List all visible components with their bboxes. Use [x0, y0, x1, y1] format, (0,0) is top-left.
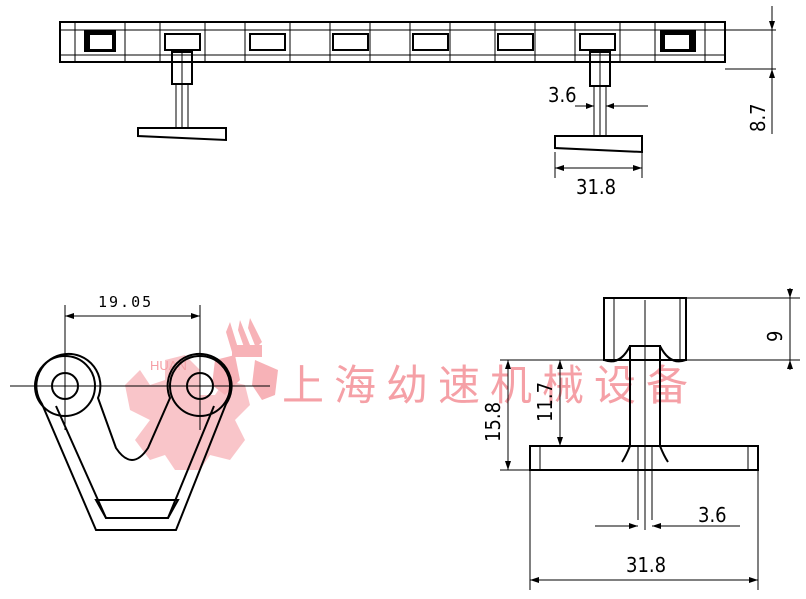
- side-section-view: 9 15.8 11.7 3.6: [481, 288, 800, 590]
- top-left-pin: [137, 51, 227, 142]
- dim-top-base-width-label: 31.8: [576, 175, 616, 199]
- link-boss-right: [169, 355, 231, 417]
- link-inner-boxes: [164, 33, 616, 51]
- dim-side-top-height-label: 9: [763, 331, 787, 342]
- side-base-plate: [529, 445, 759, 471]
- dim-top-pin-diameter: 3.6: [548, 83, 648, 109]
- dim-side-total-height-label: 15.8: [481, 402, 505, 442]
- dim-side-pin-height: 11.7: [533, 360, 563, 446]
- link-profile-view: 19.05: [10, 293, 270, 531]
- dim-side-top-height: 9: [686, 288, 800, 370]
- watermark-company-name: 上海幼速机械设备: [282, 361, 698, 410]
- top-view: 3.6 31.8 8.7: [59, 6, 776, 199]
- dim-link-pitch: 19.05: [65, 293, 200, 319]
- dim-side-pin-diameter-label: 3.6: [698, 503, 727, 527]
- link-pin-hole-left: [51, 372, 79, 400]
- dim-side-base-width-label: 31.8: [626, 553, 666, 577]
- dim-link-pitch-label: 19.05: [98, 293, 153, 311]
- dim-side-pin-height-label: 11.7: [533, 382, 557, 422]
- dim-side-total-height: 15.8: [481, 359, 604, 471]
- chain-links: [74, 22, 706, 62]
- dim-top-height: 8.7: [746, 6, 775, 134]
- dim-side-base-width: 31.8: [529, 470, 759, 590]
- link-pin-hole-right: [186, 372, 214, 400]
- dim-top-pin-diameter-label: 3.6: [548, 83, 577, 107]
- dim-top-base-width: 31.8: [554, 152, 643, 199]
- watermark: HUAN 上海幼速机械设备: [125, 318, 698, 470]
- link-boss-left: [34, 355, 96, 417]
- dim-top-height-label: 8.7: [746, 103, 770, 132]
- dim-side-pin-diameter: 3.6: [595, 503, 740, 529]
